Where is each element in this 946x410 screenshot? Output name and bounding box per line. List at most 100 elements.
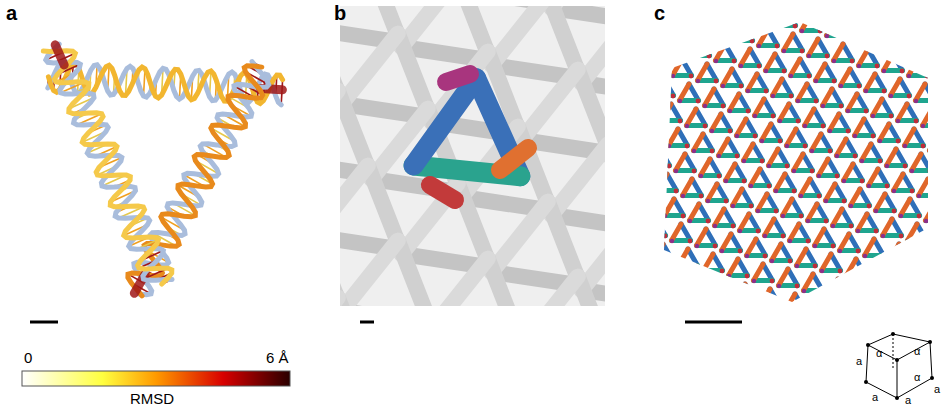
lattice-node [667, 164, 672, 169]
lattice-node [678, 119, 683, 124]
lattice-node [728, 109, 732, 113]
lattice-triangle [644, 124, 654, 141]
lattice-triangle [920, 28, 939, 33]
lattice-node [713, 244, 718, 249]
lattice-triangle [919, 179, 929, 196]
lattice-triangle [804, 274, 814, 291]
lattice-node [692, 149, 696, 153]
lattice-triangle [743, 24, 753, 41]
lattice-node [764, 69, 768, 73]
lattice-node [645, 234, 649, 238]
lattice-node [695, 264, 700, 269]
lattice-node [831, 244, 836, 249]
lattice-triangle [748, 74, 758, 91]
lattice-node [825, 54, 830, 59]
lattice-node [888, 259, 892, 263]
lattice-node [888, 279, 893, 284]
lattice-node [721, 104, 726, 109]
lattice-node [902, 309, 906, 313]
lattice-triangle [786, 9, 796, 26]
lattice-node [725, 14, 729, 18]
lattice-node [689, 54, 693, 58]
lattice-triangle [654, 258, 673, 263]
lattice-triangle [711, 279, 721, 296]
lattice-node [868, 19, 872, 23]
lattice-triangle [918, 59, 928, 76]
lattice-triangle [891, 79, 901, 96]
lattice-node [688, 239, 693, 244]
lattice-node [918, 29, 922, 33]
model-strand [446, 74, 470, 82]
lattice-node [803, 144, 808, 149]
lattice-triangle [658, 188, 677, 193]
lattice-triangle [786, 308, 805, 313]
density-triangle [492, 202, 548, 272]
lattice-triangle [784, 34, 794, 51]
lattice-triangle [651, 149, 661, 166]
lattice-node [911, 24, 916, 29]
lattice-node [720, 269, 725, 274]
lattice-triangle [741, 49, 751, 66]
edge-label: a [905, 395, 911, 406]
lattice-node [825, 34, 829, 38]
lattice-triangle [830, 114, 840, 131]
lattice-triangle [797, 249, 807, 266]
lattice-triangle [899, 244, 909, 261]
lattice-node [802, 309, 807, 314]
lattice-node [710, 129, 714, 133]
lattice-triangle [816, 64, 826, 81]
lattice-node [881, 234, 885, 238]
model-strand [414, 78, 477, 165]
lattice-triangle [647, 219, 657, 236]
lattice-triangle [648, 68, 667, 73]
lattice-triangle [752, 4, 762, 21]
lattice-node [928, 169, 933, 174]
lattice-triangle [876, 194, 886, 211]
lattice-triangle [897, 269, 907, 286]
lattice-triangle [819, 159, 829, 176]
lattice-node [793, 24, 798, 29]
lattice-node [746, 89, 750, 93]
lattice-node [692, 169, 697, 174]
lattice-triangle [929, 14, 939, 31]
angle-label: α [914, 346, 920, 357]
lattice-triangle [783, 199, 793, 216]
lattice-triangle [916, 84, 926, 101]
lattice-triangle [662, 118, 681, 123]
lattice-node [731, 224, 736, 229]
lattice-triangle [887, 149, 897, 166]
lattice-node [671, 94, 676, 99]
axis-title: RMSD [130, 391, 174, 406]
lattice-node [731, 204, 735, 208]
lattice-triangle [841, 69, 851, 86]
lattice-triangle [701, 159, 711, 176]
lattice-node [906, 239, 910, 243]
lattice-node [653, 94, 657, 98]
lattice-node [792, 189, 797, 194]
lattice-node [778, 139, 783, 144]
lattice-node [925, 74, 930, 79]
lattice-node [814, 99, 819, 104]
lattice-triangle [851, 189, 861, 206]
lattice-triangle [673, 59, 683, 76]
panel-label: c [654, 3, 665, 23]
lattice-triangle [902, 48, 921, 53]
lattice-triangle [726, 164, 736, 181]
lattice-node [660, 119, 664, 123]
lattice-triangle [834, 44, 844, 61]
lattice-node [696, 99, 701, 104]
lattice-triangle [683, 179, 693, 196]
lattice-node [684, 309, 689, 314]
lattice-node [903, 144, 907, 148]
lattice-node [874, 209, 878, 213]
lattice-node [800, 49, 805, 54]
lattice-triangle [811, 299, 821, 316]
lattice-node [850, 59, 855, 64]
lattice-node [895, 304, 900, 309]
lattice-node [875, 64, 880, 69]
lattice-triangle [926, 204, 936, 221]
lattice-node [771, 114, 776, 119]
lattice-triangle [716, 44, 726, 61]
lattice-triangle [708, 184, 718, 201]
lattice-node [703, 104, 707, 108]
